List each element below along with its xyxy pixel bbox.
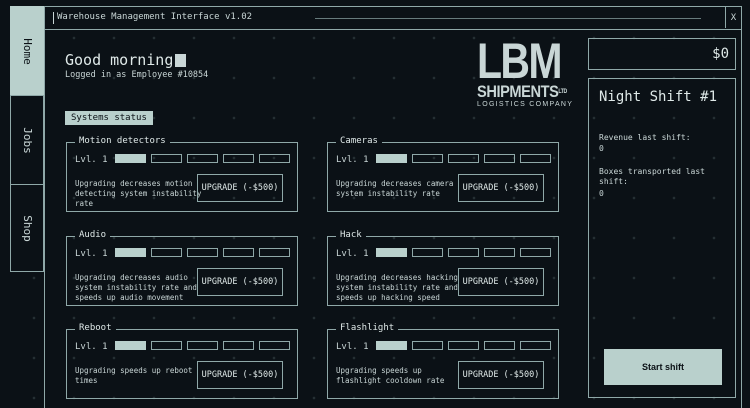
level-bar-segment: [520, 248, 551, 257]
module-title: Flashlight: [336, 323, 399, 333]
upgrade-button[interactable]: UPGRADE (-$500): [197, 174, 283, 202]
module-level: Lvl. 1: [75, 249, 108, 259]
module-description: Upgrading decreases camera system instab…: [336, 179, 454, 198]
level-bar-segment: [151, 248, 182, 257]
level-bar-segment: [376, 341, 407, 350]
module-description: Upgrading speeds up flashlight cooldown …: [336, 366, 445, 385]
systems-status-label: Systems status: [65, 111, 153, 125]
level-bar-segment: [151, 341, 182, 350]
balance-display: $0: [588, 38, 736, 70]
shift-title: Night Shift #1: [599, 89, 718, 105]
title-bar-marker: [53, 12, 54, 24]
revenue-value: 0: [599, 144, 604, 153]
level-bar-segment: [376, 154, 407, 163]
level-bar-segment: [223, 154, 254, 163]
level-bar-segment: [448, 154, 479, 163]
side-nav: Home Jobs Shop: [10, 6, 44, 272]
greeting-text: Good morning: [65, 51, 174, 69]
level-bar-segment: [448, 248, 479, 257]
upgrade-button[interactable]: UPGRADE (-$500): [458, 268, 544, 296]
level-bar-segment: [187, 341, 218, 350]
revenue-label: Revenue last shift:: [599, 133, 691, 142]
level-bar-segment: [412, 248, 443, 257]
module-level: Lvl. 1: [336, 155, 369, 165]
module-level: Lvl. 1: [336, 342, 369, 352]
level-bars: [115, 154, 290, 163]
shift-panel: Night Shift #1 Revenue last shift: 0 Box…: [588, 78, 736, 398]
level-bar-segment: [115, 154, 146, 163]
upgrade-button[interactable]: UPGRADE (-$500): [197, 361, 283, 389]
level-bars: [115, 341, 290, 350]
text-cursor-icon: [175, 53, 187, 67]
tab-shop[interactable]: Shop: [10, 184, 44, 272]
module-flashlight: Flashlight Lvl. 1 Upgrading speeds up fl…: [327, 323, 559, 399]
module-audio: Audio Lvl. 1 Upgrading decreases audio s…: [66, 230, 298, 306]
title-bar-divider: [315, 18, 701, 19]
balance-value: $0: [712, 46, 729, 62]
level-bars: [376, 341, 551, 350]
level-bars: [115, 248, 290, 257]
level-bar-segment: [115, 341, 146, 350]
module-title: Motion detectors: [75, 136, 170, 146]
greeting: Good morning: [65, 51, 187, 69]
tab-jobs[interactable]: Jobs: [10, 95, 44, 185]
level-bar-segment: [187, 154, 218, 163]
level-bar-segment: [484, 154, 515, 163]
upgrade-button[interactable]: UPGRADE (-$500): [458, 361, 544, 389]
level-bar-segment: [484, 248, 515, 257]
logged-in-status: Logged in as Employee #10854: [65, 70, 209, 80]
level-bar-segment: [448, 341, 479, 350]
boxes-value: 0: [599, 189, 604, 198]
module-description: Upgrading decreases audio system instabi…: [75, 273, 197, 302]
level-bar-segment: [520, 154, 551, 163]
module-reboot: Reboot Lvl. 1 Upgrading speeds up reboot…: [66, 323, 298, 399]
module-hack: Hack Lvl. 1 Upgrading decreases hacking …: [327, 230, 559, 306]
level-bar-segment: [223, 341, 254, 350]
module-level: Lvl. 1: [336, 249, 369, 259]
close-button[interactable]: X: [725, 7, 741, 28]
module-title: Audio: [75, 230, 111, 240]
level-bar-segment: [412, 341, 443, 350]
upgrade-button[interactable]: UPGRADE (-$500): [197, 268, 283, 296]
title-bar: Warehouse Management Interface v1.02 X: [45, 7, 741, 30]
module-title: Cameras: [336, 136, 382, 146]
company-logo: LBM SHIPMENTSLTD LOGISTICS COMPANY: [477, 33, 574, 121]
logo-line3: LOGISTICS COMPANY: [477, 101, 574, 108]
module-cameras: Cameras Lvl. 1 Upgrading decreases camer…: [327, 136, 559, 212]
upgrade-button[interactable]: UPGRADE (-$500): [458, 174, 544, 202]
module-description: Upgrading decreases hacking system insta…: [336, 273, 458, 302]
level-bar-segment: [376, 248, 407, 257]
module-description: Upgrading speeds up reboot times: [75, 366, 193, 385]
start-shift-button[interactable]: Start shift: [604, 349, 722, 385]
level-bar-segment: [115, 248, 146, 257]
module-motion-detectors: Motion detectors Lvl. 1 Upgrading decrea…: [66, 136, 298, 212]
module-level: Lvl. 1: [75, 342, 108, 352]
level-bar-segment: [484, 341, 515, 350]
level-bar-segment: [520, 341, 551, 350]
module-title: Hack: [336, 230, 366, 240]
level-bars: [376, 248, 551, 257]
level-bar-segment: [259, 248, 290, 257]
module-description: Upgrading decreases motion detecting sys…: [75, 179, 202, 208]
level-bars: [376, 154, 551, 163]
level-bar-segment: [412, 154, 443, 163]
tab-home[interactable]: Home: [10, 6, 44, 96]
window-title: Warehouse Management Interface v1.02: [57, 12, 253, 22]
module-level: Lvl. 1: [75, 155, 108, 165]
level-bar-segment: [259, 154, 290, 163]
level-bar-segment: [223, 248, 254, 257]
module-title: Reboot: [75, 323, 116, 333]
logo-line1: LBM: [477, 33, 563, 89]
main-window: Warehouse Management Interface v1.02 X G…: [44, 6, 742, 408]
logo-line2: SHIPMENTSLTD: [477, 82, 567, 101]
level-bar-segment: [187, 248, 218, 257]
level-bar-segment: [259, 341, 290, 350]
boxes-label: Boxes transported last shift:: [599, 167, 705, 186]
level-bar-segment: [151, 154, 182, 163]
